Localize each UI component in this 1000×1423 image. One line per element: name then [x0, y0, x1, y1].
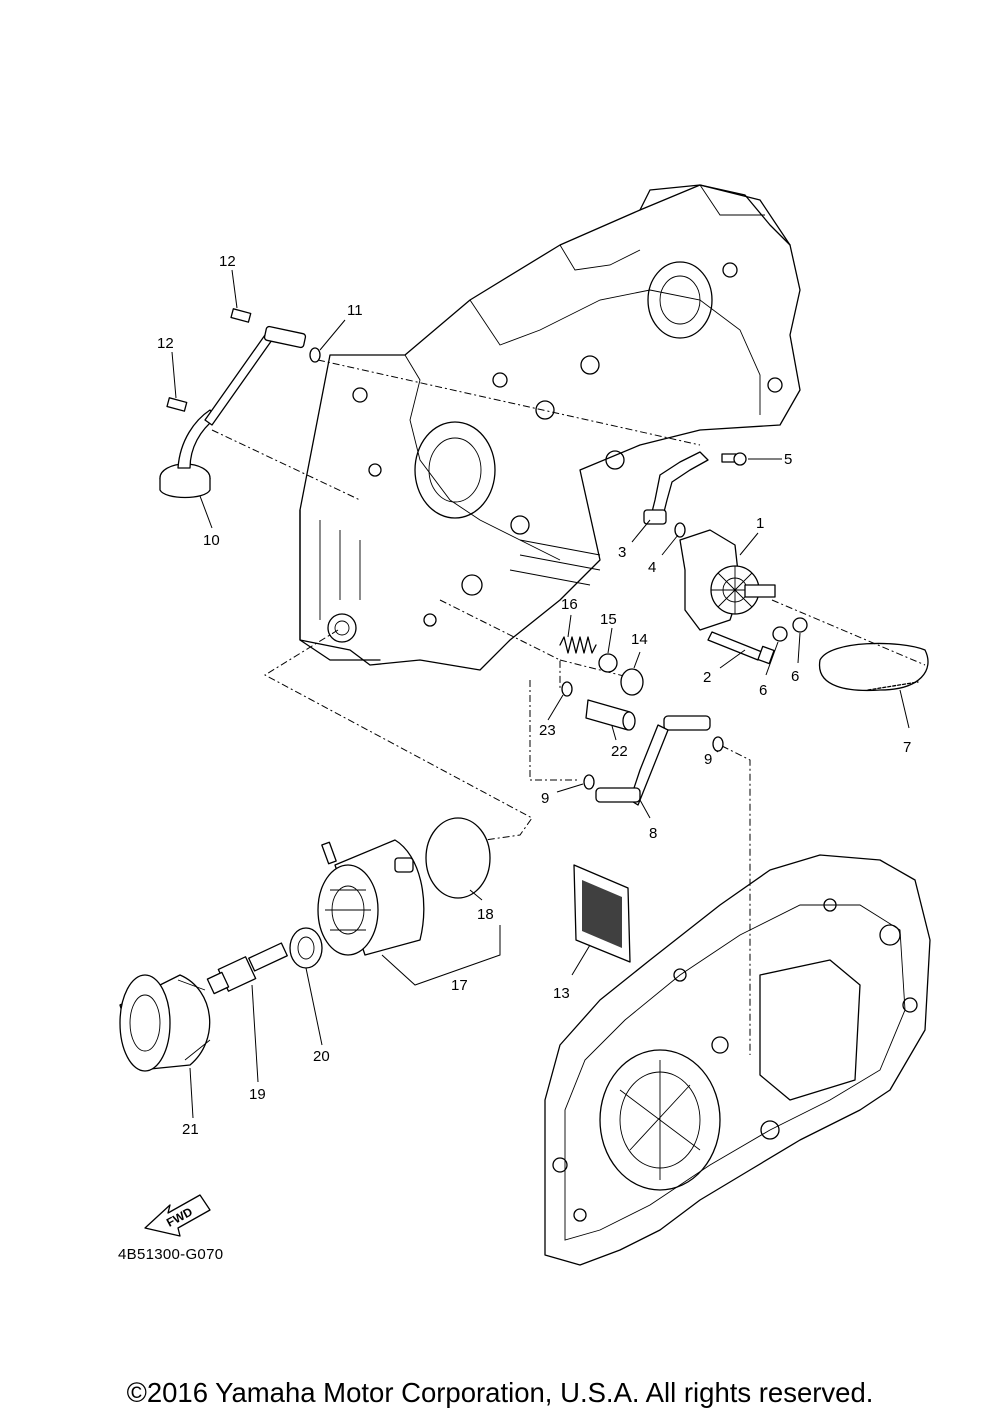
callout-12a: 12 [219, 253, 236, 270]
crankcase-illustration [299, 184, 801, 671]
callout-18: 18 [477, 906, 494, 923]
strainer-pipe-part[interactable] [204, 325, 307, 426]
callout-leaders [171, 269, 910, 1119]
o-ring-part[interactable] [309, 347, 321, 363]
union-bolt-part[interactable] [206, 942, 288, 995]
oil-cooler-part[interactable] [317, 839, 425, 956]
callout-7: 7 [903, 739, 911, 756]
callout-22: 22 [611, 743, 628, 760]
callout-9b: 9 [704, 751, 712, 768]
pipe-bolt-part[interactable] [721, 452, 747, 466]
callout-4: 4 [648, 559, 656, 576]
oil-filter-part[interactable] [119, 974, 211, 1072]
callout-19: 19 [249, 1086, 266, 1103]
callout-16: 16 [561, 596, 578, 613]
crankcase-cover-illustration [544, 854, 931, 1266]
callout-11: 11 [347, 302, 363, 319]
callout-23: 23 [539, 722, 556, 739]
bolt-part[interactable] [166, 397, 188, 412]
assembly-guide-lines [211, 359, 926, 1055]
callout-numbers: 1 2 3 4 5 6 6 7 8 9 9 10 11 12 12 13 14 … [157, 253, 911, 1138]
bolt-part[interactable] [230, 308, 252, 323]
oil-pipe-lower-part[interactable] [595, 715, 711, 806]
washer-part[interactable] [792, 617, 808, 633]
relief-valve-part[interactable] [585, 699, 636, 731]
oil-screen-part[interactable] [573, 864, 631, 963]
relief-spring-part[interactable] [559, 636, 597, 654]
callout-17: 17 [451, 977, 468, 994]
o-ring-part[interactable] [712, 736, 724, 752]
oil-strainer-part[interactable] [159, 409, 217, 499]
washer-part[interactable] [772, 626, 788, 642]
callout-1: 1 [756, 515, 764, 532]
callout-13: 13 [553, 985, 570, 1002]
callout-20: 20 [313, 1048, 330, 1065]
oil-pipe-part[interactable] [643, 451, 709, 525]
o-ring-part[interactable] [674, 522, 686, 538]
relief-plug-part[interactable] [620, 668, 644, 696]
callout-9a: 9 [541, 790, 549, 807]
callout-10: 10 [203, 532, 220, 549]
cooler-o-ring-part[interactable] [425, 817, 491, 899]
callout-21: 21 [182, 1121, 199, 1138]
washer-part[interactable] [289, 927, 323, 969]
copyright-notice: ©2016 Yamaha Motor Corporation, U.S.A. A… [126, 1377, 874, 1408]
o-ring-part[interactable] [561, 681, 573, 697]
callout-2: 2 [703, 669, 711, 686]
callout-8: 8 [649, 825, 657, 842]
callout-6a: 6 [759, 682, 767, 699]
callout-6b: 6 [791, 668, 799, 685]
callout-15: 15 [600, 611, 617, 628]
callout-14: 14 [631, 631, 648, 648]
pump-bolt-part[interactable] [707, 631, 775, 665]
oil-pump-part[interactable] [679, 529, 776, 631]
forward-direction-indicator: FWD [144, 1194, 211, 1237]
callout-12b: 12 [157, 335, 174, 352]
diagram-code: 4B51300-G070 [118, 1246, 224, 1263]
pump-chain-part[interactable] [819, 642, 929, 692]
o-ring-part[interactable] [583, 774, 595, 790]
callout-3: 3 [618, 544, 626, 561]
callout-5: 5 [784, 451, 792, 468]
check-ball-part[interactable] [598, 653, 618, 673]
